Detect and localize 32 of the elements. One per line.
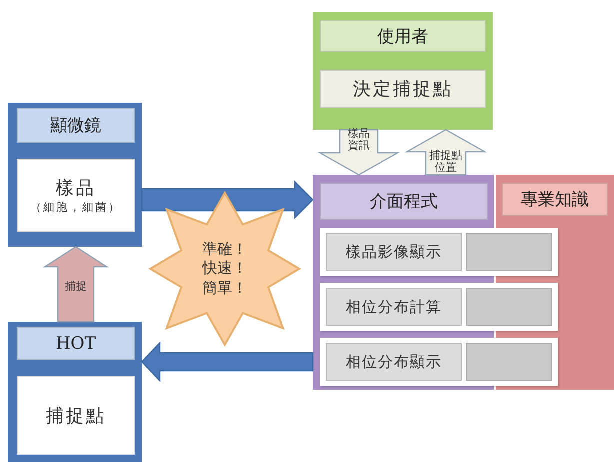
function-box <box>326 288 462 326</box>
block-arrow <box>404 129 488 176</box>
box-text: 樣品影像顯示 <box>346 242 442 262</box>
block-arrow <box>141 342 314 382</box>
function-box <box>326 343 462 381</box>
box-text: 捕捉點 <box>46 404 106 428</box>
subtitle-text: （細胞，細菌） <box>30 200 122 215</box>
empty-box <box>466 288 552 326</box>
box-text: 決定捕捉點 <box>353 78 453 101</box>
block-arrow <box>141 180 314 220</box>
block-arrow <box>42 246 110 323</box>
edge-label: 捕捉點位置 <box>429 150 463 175</box>
empty-box <box>466 233 552 271</box>
panel-heading: 專業知識 <box>502 183 608 216</box>
box-text: 相位分布顯示 <box>346 352 442 372</box>
decision-box <box>320 70 486 108</box>
hot-panel <box>8 322 142 462</box>
edge-label: 捕捉 <box>64 280 88 294</box>
box-text: 相位分布計算 <box>346 298 442 316</box>
capture-point-box <box>17 376 135 455</box>
empty-box <box>466 343 552 381</box>
panel-heading: 介面程式 <box>320 183 488 220</box>
star-text: 準確！快速！簡單！ <box>202 240 248 298</box>
box-text: 樣品 <box>56 177 96 200</box>
edge-label: 樣品資訊 <box>347 128 371 153</box>
function-box <box>326 233 462 271</box>
block-arrow <box>318 129 400 176</box>
microscope-panel <box>8 103 142 247</box>
panel-heading: HOT <box>17 327 135 360</box>
sample-box <box>17 159 135 232</box>
panel-heading: 使用者 <box>320 20 486 52</box>
panel-heading: 顯微鏡 <box>17 108 135 143</box>
